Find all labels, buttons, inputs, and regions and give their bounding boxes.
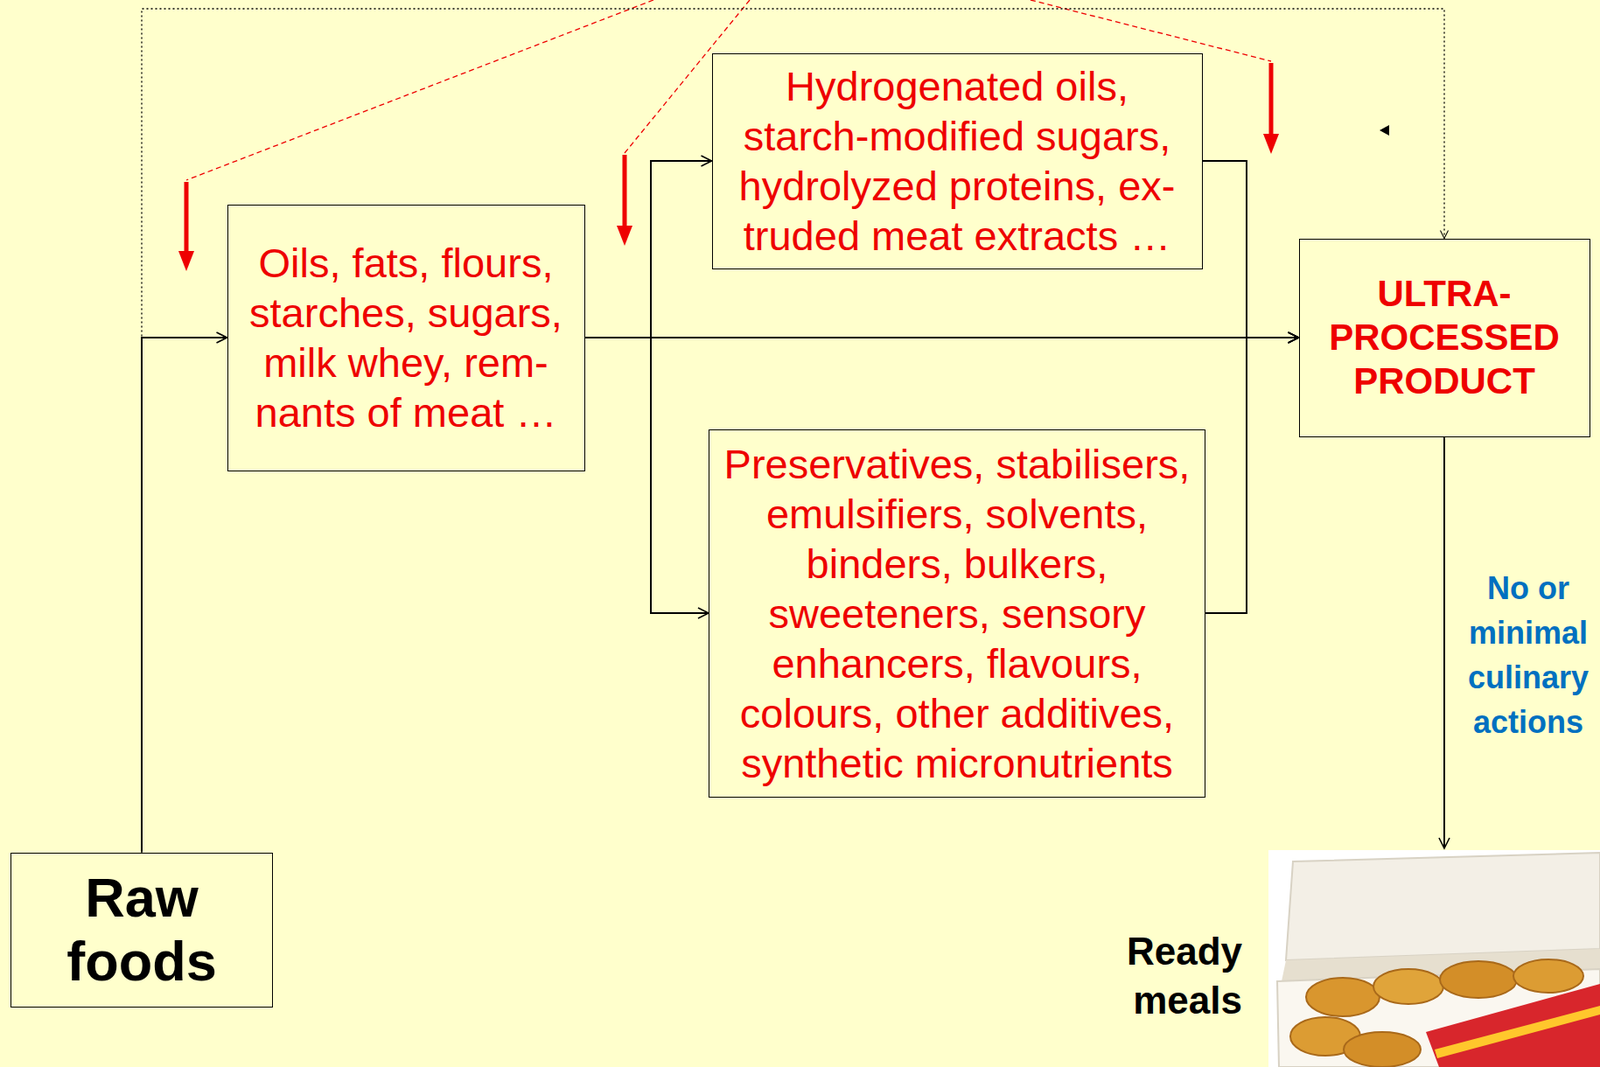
flow-connector bbox=[585, 337, 710, 614]
box-text: Hydrogenated oils, starch-modified sugar… bbox=[733, 61, 1181, 261]
additive-box: Preservatives, stabilisers, emulsifiers,… bbox=[708, 429, 1206, 798]
flow-connector bbox=[141, 337, 228, 853]
flow-connector bbox=[1205, 337, 1300, 614]
dashed-pointer bbox=[186, 0, 654, 181]
nugget bbox=[1373, 969, 1444, 1005]
ingredient-box: Oils, fats, flours, starches, sugars, mi… bbox=[227, 204, 586, 472]
red-arrowhead bbox=[178, 251, 195, 272]
source-box: Raw foods bbox=[10, 852, 273, 1008]
picture-caption: Ready meals bbox=[1110, 927, 1243, 1026]
dotted-connector bbox=[141, 8, 1445, 853]
nugget bbox=[1306, 978, 1380, 1017]
nugget bbox=[1343, 1032, 1421, 1067]
red-arrowhead bbox=[616, 225, 633, 246]
box-stripe bbox=[1434, 1006, 1600, 1059]
box-text: Raw foods bbox=[54, 866, 230, 994]
small-triangle bbox=[1379, 125, 1390, 136]
nugget bbox=[1513, 959, 1584, 993]
flow-connector bbox=[585, 336, 1300, 339]
red-arrowhead bbox=[1263, 133, 1279, 154]
box-lid bbox=[1285, 852, 1600, 961]
box-text: Oils, fats, flours, starches, sugars, mi… bbox=[242, 237, 571, 438]
red-arrow-shaft bbox=[622, 154, 628, 229]
action-note: No or minimal culinary actions bbox=[1460, 565, 1596, 745]
flow-connector bbox=[585, 160, 713, 338]
product-box: ULTRA- PROCESSED PRODUCT bbox=[1299, 238, 1591, 438]
box-text: Preservatives, stabilisers, emulsifiers,… bbox=[719, 439, 1196, 789]
box-front-panel bbox=[1425, 984, 1600, 1067]
box-text: ULTRA- PROCESSED PRODUCT bbox=[1317, 272, 1572, 404]
nugget bbox=[1439, 961, 1517, 999]
red-arrow-shaft bbox=[1269, 62, 1274, 137]
photo-ground bbox=[1268, 850, 1600, 1067]
ingredient-box: Hydrogenated oils, starch-modified sugar… bbox=[712, 53, 1203, 270]
flow-connector bbox=[1202, 160, 1300, 338]
red-arrow-shaft bbox=[184, 181, 189, 254]
serving-arrow bbox=[1443, 437, 1446, 850]
nugget-box-picture bbox=[1268, 850, 1600, 1067]
